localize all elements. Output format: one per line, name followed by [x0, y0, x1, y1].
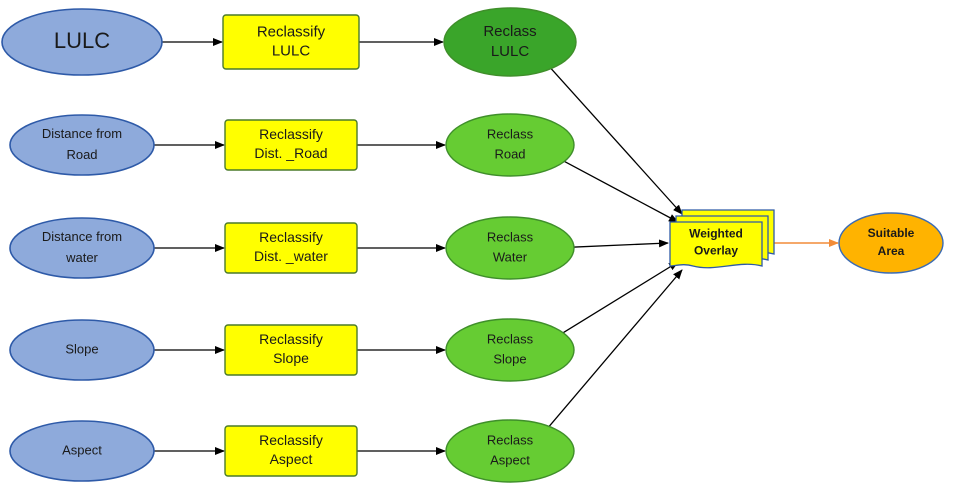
tool-box-slope [224, 324, 358, 376]
arrow-output-to-overlay-aspect [546, 269, 683, 430]
overlay-label-line-1: Weighted [689, 227, 743, 241]
input-ellipse-lulc [1, 8, 163, 76]
tool-lulc-label-line-2: LULC [272, 42, 311, 59]
output-road-label-line-1: Reclass [487, 126, 534, 141]
input-water-label-line-2: water [65, 250, 98, 265]
output-slope-label-line-1: Reclass [487, 331, 534, 346]
input-node-aspect: Aspect [9, 420, 155, 482]
output-lulc-label-line-1: Reclass [483, 23, 536, 40]
output-slope-label-line-2: Slope [493, 351, 526, 366]
tool-aspect-label-line-1: Reclassify [259, 432, 323, 448]
tool-box-aspect [224, 425, 358, 477]
output-aspect-label-line-1: Reclass [487, 432, 534, 447]
suitable-area-ellipse [838, 212, 944, 274]
output-ellipse-aspect [445, 419, 575, 483]
output-lulc-label-line-2: LULC [491, 43, 530, 60]
input-node-lulc: LULC [1, 8, 163, 76]
arrow-output-to-overlay-water [568, 239, 669, 248]
output-water-label-line-1: Reclass [487, 229, 534, 244]
tool-water-label-line-2: Dist. _water [254, 248, 328, 264]
output-water-label-line-2: Water [493, 249, 528, 264]
arrow-output-to-overlay-road [560, 158, 679, 223]
output-ellipse-lulc [443, 7, 577, 77]
tool-aspect-label-line-2: Aspect [270, 451, 313, 467]
output-aspect-label-line-2: Aspect [490, 452, 530, 467]
tool-slope-label-line-1: Reclassify [259, 331, 323, 347]
tool-box-water [224, 222, 358, 274]
suitable-area-label-line-2: Area [878, 244, 905, 258]
arrow-output-to-overlay-lulc [548, 65, 683, 215]
tool-road-label-line-1: Reclassify [259, 126, 323, 142]
input-road-label-line-1: Distance from [42, 126, 122, 141]
tool-slope-label-line-2: Slope [273, 350, 309, 366]
tool-road-label-line-2: Dist. _Road [254, 145, 327, 161]
connectors [154, 38, 839, 455]
output-ellipse-slope [445, 318, 575, 382]
tool-water-label-line-1: Reclassify [259, 229, 323, 245]
input-lulc-label-line-1: LULC [54, 28, 110, 53]
arrow-output-to-overlay-slope [559, 261, 679, 336]
input-ellipse-slope [9, 319, 155, 381]
input-node-slope: Slope [9, 319, 155, 381]
input-ellipse-aspect [9, 420, 155, 482]
input-slope-label-line-1: Slope [65, 341, 98, 356]
input-road-label-line-2: Road [66, 147, 97, 162]
output-ellipse-road [445, 113, 575, 177]
suitable-area-label-line-1: Suitable [868, 226, 915, 240]
tool-box-road [224, 119, 358, 171]
output-ellipse-water [445, 216, 575, 280]
input-aspect-label-line-1: Aspect [62, 442, 102, 457]
input-node-water: Distance from water [9, 217, 155, 279]
tool-box-lulc [222, 14, 360, 70]
input-ellipse-road [9, 114, 155, 176]
tool-lulc-label-line-1: Reclassify [257, 23, 326, 40]
input-ellipse-water [9, 217, 155, 279]
input-water-label-line-1: Distance from [42, 229, 122, 244]
output-road-label-line-2: Road [494, 146, 525, 161]
overlay-document-layer-3 [669, 221, 763, 269]
overlay-label-line-2: Overlay [694, 244, 738, 258]
